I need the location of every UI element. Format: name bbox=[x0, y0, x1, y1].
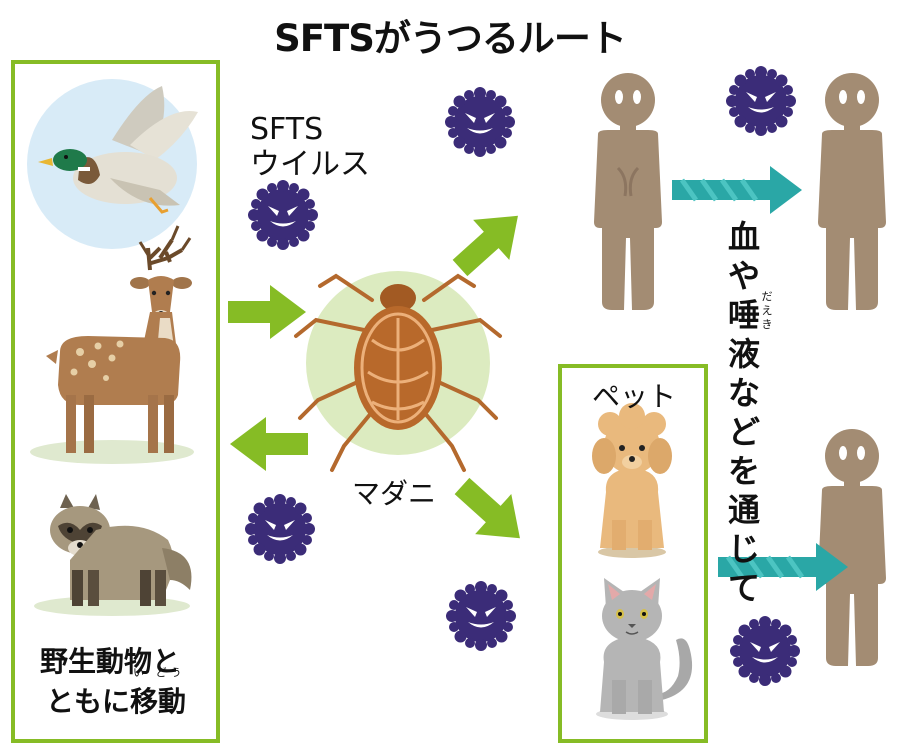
tick-icon bbox=[294, 271, 502, 472]
human-transmission-text: 血 や 唾 液 な ど を 通 じ て bbox=[722, 218, 766, 608]
arrow-human-to-human bbox=[672, 166, 802, 214]
vertical-char: て bbox=[727, 569, 760, 607]
vertical-char: 血 bbox=[727, 218, 760, 256]
arrow-wild-to-tick bbox=[228, 285, 306, 339]
human-icon bbox=[818, 73, 886, 310]
cat-icon bbox=[596, 578, 693, 720]
virus-label: SFTS ウイルス bbox=[250, 112, 370, 182]
virus-label-line2: ウイルス bbox=[250, 147, 370, 182]
diagram-title: SFTSがうつるルート bbox=[274, 17, 627, 60]
virus-label-line1: SFTS bbox=[250, 112, 324, 147]
vertical-char: 唾 bbox=[727, 296, 760, 334]
vertical-char: 通 bbox=[727, 491, 760, 529]
vertical-char: 液 bbox=[727, 335, 760, 373]
virus-icon bbox=[730, 616, 800, 686]
vertical-char: や bbox=[727, 257, 760, 295]
human-icon bbox=[594, 73, 662, 310]
dog-icon bbox=[592, 403, 672, 558]
wild-caption-ruby: い どう bbox=[133, 666, 186, 679]
virus-icon bbox=[446, 581, 516, 651]
ruby-char: え bbox=[761, 304, 773, 317]
tick-label: マダニ bbox=[352, 477, 437, 510]
hands-together-icon bbox=[616, 166, 640, 197]
ruby-char: き bbox=[761, 318, 773, 331]
wild-caption-line1: 野生動物と bbox=[40, 645, 181, 678]
wild-animals-box bbox=[11, 60, 220, 743]
wild-caption-line2: ともに移動 bbox=[46, 685, 187, 718]
vertical-char: じ bbox=[727, 530, 760, 568]
pet-label: ペット bbox=[592, 380, 677, 413]
deer-icon bbox=[30, 225, 194, 464]
vertical-char: を bbox=[727, 452, 760, 490]
arrow-tick-to-pet bbox=[443, 465, 539, 559]
pets-box bbox=[558, 364, 708, 743]
ruby-char: だ bbox=[761, 290, 773, 303]
vertical-char: ど bbox=[727, 413, 760, 451]
vertical-char: な bbox=[727, 374, 760, 412]
arrow-tick-to-human bbox=[441, 195, 537, 289]
raccoon-dog-icon bbox=[34, 494, 192, 616]
virus-icon bbox=[445, 87, 515, 157]
virus-icon bbox=[245, 494, 315, 564]
human-icon bbox=[818, 429, 886, 666]
duck-icon bbox=[27, 79, 198, 249]
virus-icon bbox=[726, 66, 796, 136]
virus-icon bbox=[248, 180, 318, 250]
arrow-tick-to-wild bbox=[230, 417, 308, 471]
human-transmission-ruby: だ え き bbox=[760, 290, 774, 332]
